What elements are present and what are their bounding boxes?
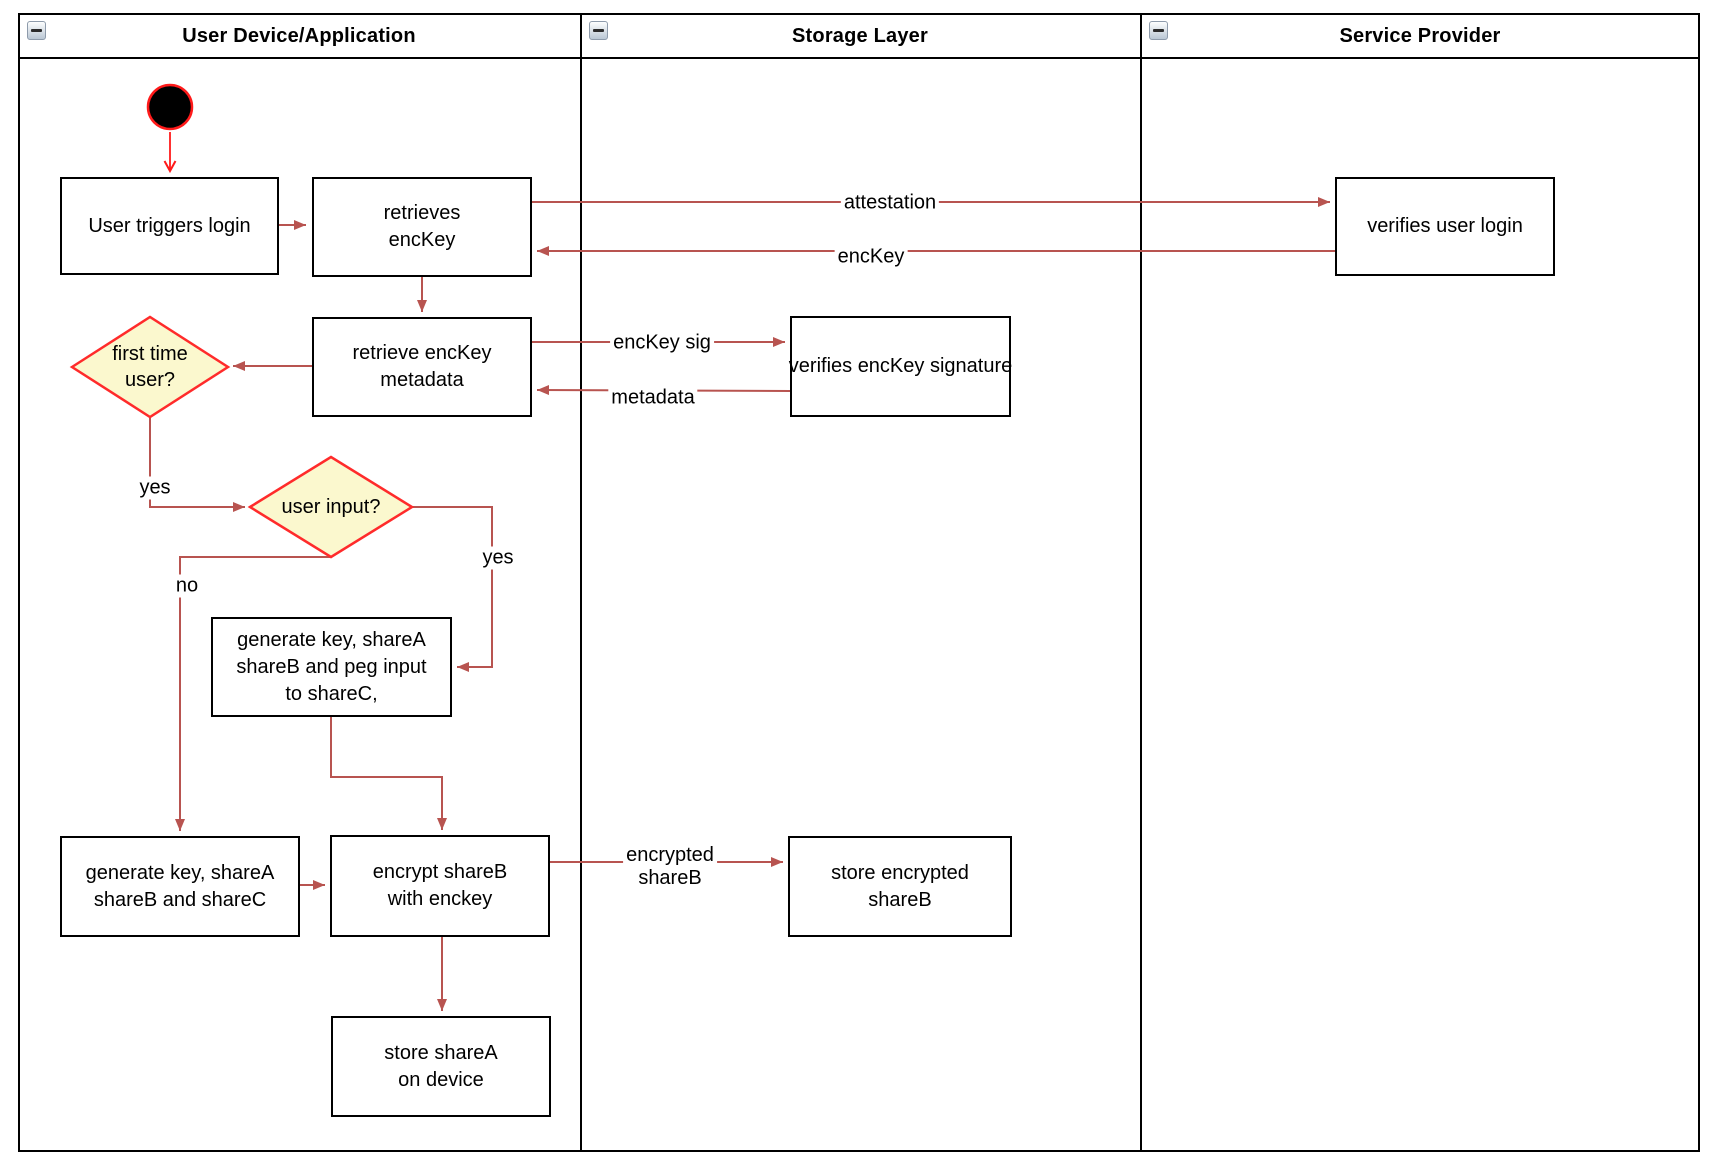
- edge-label-enckey[interactable]: encKey: [834, 245, 908, 269]
- edge-label-enckey-sig[interactable]: encKey sig: [610, 331, 714, 355]
- lane-title-user-device[interactable]: User Device/Application: [182, 25, 416, 47]
- node-store-sharea-on-device[interactable]: store shareA on device: [331, 1016, 551, 1117]
- edge-label-attestation[interactable]: attestation: [840, 191, 940, 215]
- collapse-lane-storage-layer-button[interactable]: [589, 21, 608, 40]
- edge-label-yes-first-time[interactable]: yes: [136, 476, 174, 500]
- node-encrypt-shareb[interactable]: encrypt shareB with enckey: [330, 835, 550, 937]
- pool-frame: [18, 13, 1700, 1152]
- node-generate-key-abc[interactable]: generate key, shareA shareB and shareC: [60, 836, 300, 937]
- decision-first-time-user-shape[interactable]: [69, 315, 231, 419]
- edge-generate-peg-to-encrypt[interactable]: [330, 717, 447, 830]
- minus-icon: [1153, 29, 1164, 32]
- lane-divider-1: [580, 13, 582, 1152]
- edge-label-no-user-input[interactable]: no: [172, 574, 202, 598]
- edge-first-time-yes[interactable]: [149, 417, 245, 512]
- lane-title-service-provider[interactable]: Service Provider: [1339, 25, 1501, 47]
- edge-label-yes-user-input[interactable]: yes: [479, 546, 517, 570]
- edge-label-metadata[interactable]: metadata: [608, 386, 698, 410]
- edge-label-encrypted-shareb[interactable]: encrypted shareB: [623, 844, 717, 890]
- start-node[interactable]: [146, 83, 194, 131]
- node-retrieve-enckey-metadata[interactable]: retrieve encKey metadata: [312, 317, 532, 417]
- minus-icon: [593, 29, 604, 32]
- minus-icon: [31, 29, 42, 32]
- edge-user-input-no[interactable]: [175, 556, 330, 831]
- node-verifies-enckey-signature[interactable]: verifies encKey signature: [789, 316, 1012, 417]
- collapse-lane-user-device-button[interactable]: [27, 21, 46, 40]
- decision-first-time-user-label[interactable]: first time user?: [112, 343, 188, 391]
- node-retrieves-enckey[interactable]: retrieves encKey: [312, 177, 532, 277]
- decision-user-input-label[interactable]: user input?: [281, 496, 381, 518]
- collapse-lane-service-provider-button[interactable]: [1149, 21, 1168, 40]
- node-generate-key-peg-input[interactable]: generate key, shareA shareB and peg inpu…: [211, 617, 452, 717]
- decision-user-input-shape[interactable]: [247, 455, 415, 559]
- node-verifies-user-login[interactable]: verifies user login: [1335, 177, 1555, 276]
- node-store-encrypted-shareb[interactable]: store encrypted shareB: [788, 836, 1012, 937]
- lane-divider-2: [1140, 13, 1142, 1152]
- node-user-triggers-login[interactable]: User triggers login: [60, 177, 279, 275]
- lane-title-storage-layer[interactable]: Storage Layer: [792, 25, 928, 47]
- lane-header-separator: [18, 57, 1700, 59]
- edge-user-input-yes[interactable]: [412, 506, 493, 672]
